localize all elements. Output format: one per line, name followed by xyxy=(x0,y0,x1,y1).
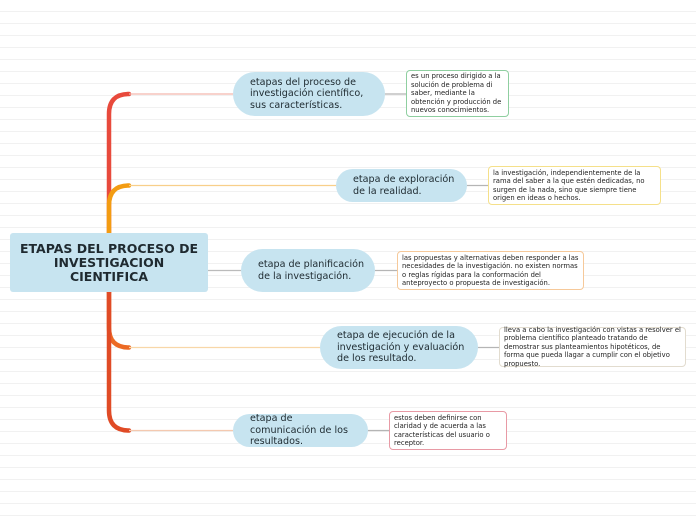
topic-label: etapa de comunicación de los resultados. xyxy=(250,413,348,448)
topic-label: etapa de ejecución de la investigación y… xyxy=(337,330,465,365)
branch-line xyxy=(106,289,132,350)
topic-label: etapa de planificación de la investigaci… xyxy=(258,259,365,282)
note-execution-stage[interactable]: lleva a cabo la investigación con vistas… xyxy=(499,325,686,368)
topic-label: etapa de exploración de la realidad. xyxy=(353,174,455,197)
note-text: lleva a cabo la investigación con vistas… xyxy=(504,325,681,368)
topic-planning-stage[interactable]: etapa de planificación de la investigaci… xyxy=(241,249,375,292)
branch-line xyxy=(106,91,132,236)
central-topic[interactable]: ETAPAS DEL PROCESO DE INVESTIGACION CIEN… xyxy=(10,233,208,292)
note-research-process-definition[interactable]: es un proceso dirigido a la solución de … xyxy=(406,70,509,117)
note-planning-stage[interactable]: las propuestas y alternativas deben resp… xyxy=(397,251,584,290)
central-topic-label: ETAPAS DEL PROCESO DE INVESTIGACION CIEN… xyxy=(19,240,199,284)
note-exploration-stage[interactable]: la investigación, independientemente de … xyxy=(488,166,661,205)
branch-line xyxy=(106,289,132,433)
topic-execution-stage[interactable]: etapa de ejecución de la investigación y… xyxy=(320,326,478,369)
topic-communication-stage[interactable]: etapa de comunicación de los resultados. xyxy=(233,413,368,448)
branch-line xyxy=(106,183,132,236)
topic-exploration-stage[interactable]: etapa de exploración de la realidad. xyxy=(336,169,467,202)
note-text: las propuestas y alternativas deben resp… xyxy=(402,253,579,287)
topic-label: etapas del proceso de investigación cien… xyxy=(250,76,364,111)
topic-research-process-stages[interactable]: etapas del proceso de investigación cien… xyxy=(233,72,385,116)
note-text: estos deben definirse con claridad y de … xyxy=(394,413,490,447)
note-communication-stage[interactable]: estos deben definirse con claridad y de … xyxy=(389,411,507,450)
note-text: es un proceso dirigido a la solución de … xyxy=(411,72,502,115)
note-text: la investigación, independientemente de … xyxy=(493,168,645,202)
